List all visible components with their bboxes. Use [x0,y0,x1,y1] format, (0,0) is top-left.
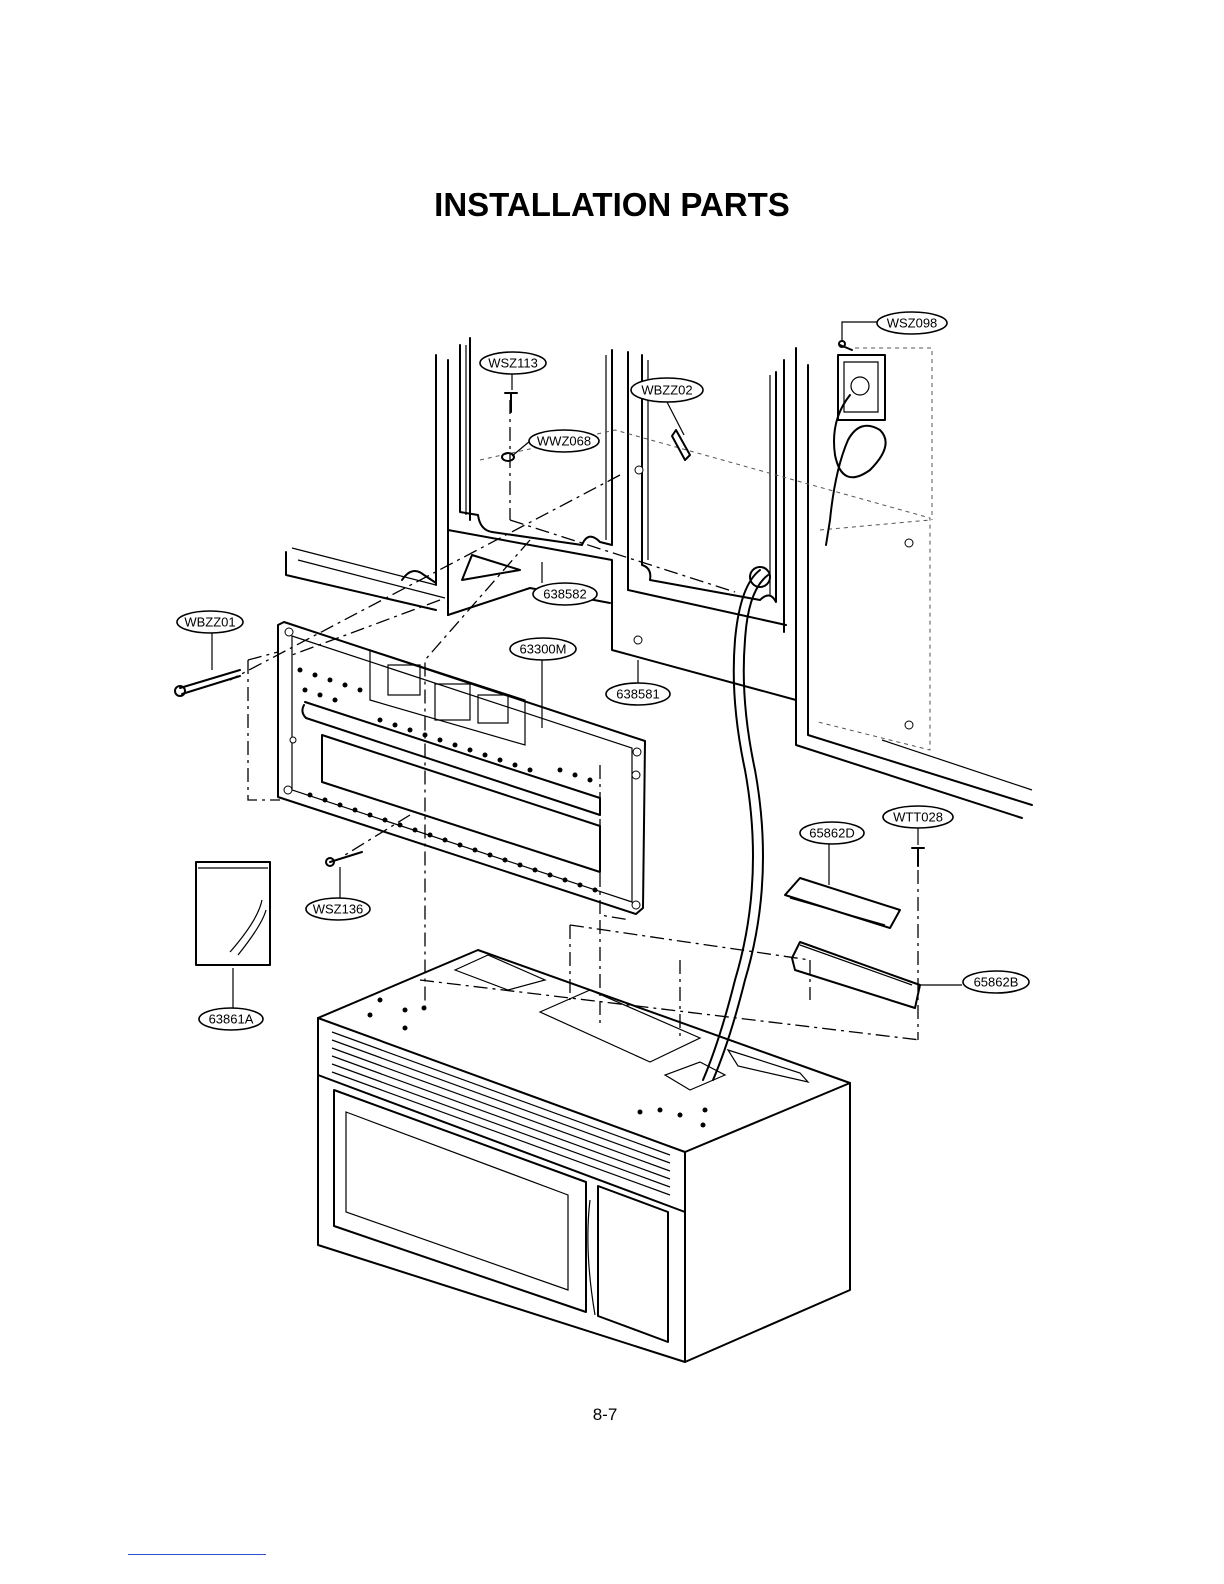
svg-text:63861A: 63861A [209,1012,254,1027]
washer-wwz068 [502,453,514,461]
svg-text:WWZ068: WWZ068 [537,434,591,449]
anchor-wbzz02 [672,430,690,460]
callout-wbzz02: WBZZ02 [631,378,703,402]
microwave-oven [318,950,850,1362]
callout-wtt028: WTT028 [883,806,953,828]
assembly-guides [230,400,920,1040]
svg-text:65862B: 65862B [974,975,1019,990]
callout-638582: 638582 [533,583,597,605]
wall-cabinet [286,338,1032,1080]
svg-text:WSZ098: WSZ098 [887,316,938,331]
parts-bag [196,862,270,965]
callout-63300m: 63300M [510,638,576,660]
callout-wwz068: WWZ068 [529,430,599,452]
callout-63861a: 63861A [199,1008,263,1030]
footer-rule [128,1554,266,1555]
svg-text:WSZ113: WSZ113 [488,356,538,371]
svg-text:65862D: 65862D [809,826,855,841]
callout-65862d: 65862D [800,822,864,844]
screw-wsz098 [839,341,852,350]
screw-wsz136 [326,852,362,866]
svg-text:WBZZ02: WBZZ02 [641,383,692,398]
mounting-plate [248,622,645,920]
callout-wsz098: WSZ098 [877,312,947,334]
svg-text:638582: 638582 [543,587,586,602]
callout-65862b: 65862B [963,971,1029,993]
screw-wsz113 [505,393,517,412]
vent-bracket-65862b [792,942,920,1008]
svg-text:63300M: 63300M [520,642,567,657]
screw-wtt028 [912,848,924,866]
bolt-wbzz01 [175,670,240,696]
callout-wbzz01: WBZZ01 [177,611,243,633]
vent-damper-65862d [785,878,900,928]
svg-text:WTT028: WTT028 [893,810,943,825]
callout-638581: 638581 [606,683,670,705]
svg-text:638581: 638581 [616,687,659,702]
svg-text:WBZZ01: WBZZ01 [184,615,235,630]
page-number: 8-7 [0,1405,1210,1425]
callout-wsz136: WSZ136 [306,898,370,920]
svg-text:WSZ136: WSZ136 [313,902,364,917]
callout-wsz113: WSZ113 [480,352,546,374]
